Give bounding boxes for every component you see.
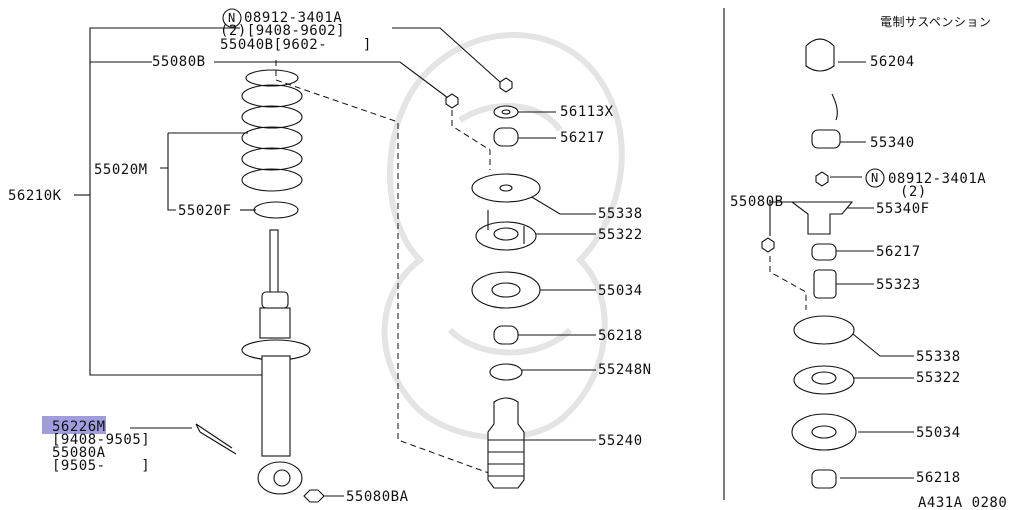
label-56204[interactable]: 56204 <box>870 54 915 70</box>
selection-highlight <box>42 416 106 434</box>
label-55040b[interactable]: 55040B[9602- ] <box>220 37 372 53</box>
lower-bolt <box>195 423 325 503</box>
label-56226m-date: [9408-9505] <box>52 432 151 448</box>
assy-bracket <box>74 27 262 376</box>
n-mark: N <box>228 11 236 25</box>
watermark-logo <box>381 32 625 441</box>
label-56226m[interactable]: 56226M <box>52 419 106 435</box>
label-55240[interactable]: 55240 <box>598 433 643 449</box>
n-circle-icon <box>222 8 242 28</box>
label-56210k[interactable]: 56210K <box>8 188 62 204</box>
leader-lines <box>130 27 914 497</box>
assembly-dashes <box>275 60 807 481</box>
n-mark-right: N <box>871 171 879 185</box>
label-r-55080b[interactable]: 55080B <box>730 194 784 210</box>
label-55340f[interactable]: 55340F <box>876 201 930 217</box>
right-parts <box>761 38 857 489</box>
figure-code: A431A 0280 <box>918 495 1008 510</box>
label-bolt-top-qty: (2)[9408-9602] <box>220 23 346 39</box>
label-55020m[interactable]: 55020M <box>94 162 148 178</box>
label-55322[interactable]: 55322 <box>598 227 643 243</box>
label-55338[interactable]: 55338 <box>598 206 643 222</box>
header-title: 電制サスペンション <box>880 15 992 29</box>
label-55020f[interactable]: 55020F <box>178 203 232 219</box>
shock-absorber <box>241 229 311 495</box>
n-circle-icon-right <box>865 168 885 188</box>
label-r-bolt[interactable]: 08912-3401A <box>888 171 987 187</box>
label-55248n[interactable]: 55248N <box>598 362 652 378</box>
label-55034[interactable]: 55034 <box>598 283 643 299</box>
label-r-55322[interactable]: 55322 <box>916 370 961 386</box>
label-55080ba[interactable]: 55080BA <box>346 489 409 505</box>
label-r-55338[interactable]: 55338 <box>916 349 961 365</box>
label-55080a-date: [9505- ] <box>52 458 151 474</box>
label-bolt-top[interactable]: 08912-3401A <box>244 10 343 26</box>
label-56218[interactable]: 56218 <box>598 328 643 344</box>
label-55340[interactable]: 55340 <box>870 135 915 151</box>
label-r-bolt-qty: (2) <box>900 184 927 200</box>
label-55323[interactable]: 55323 <box>876 277 921 293</box>
coil-spring <box>241 69 303 219</box>
label-r-56218[interactable]: 56218 <box>916 470 961 486</box>
label-55080a[interactable]: 55080A <box>52 445 106 461</box>
middle-parts <box>445 77 541 489</box>
label-r-56217[interactable]: 56217 <box>876 244 921 260</box>
label-55080b[interactable]: 55080B <box>152 54 206 70</box>
label-56217[interactable]: 56217 <box>560 130 605 146</box>
label-56113x[interactable]: 56113X <box>560 104 614 120</box>
label-r-55034[interactable]: 55034 <box>916 425 961 441</box>
